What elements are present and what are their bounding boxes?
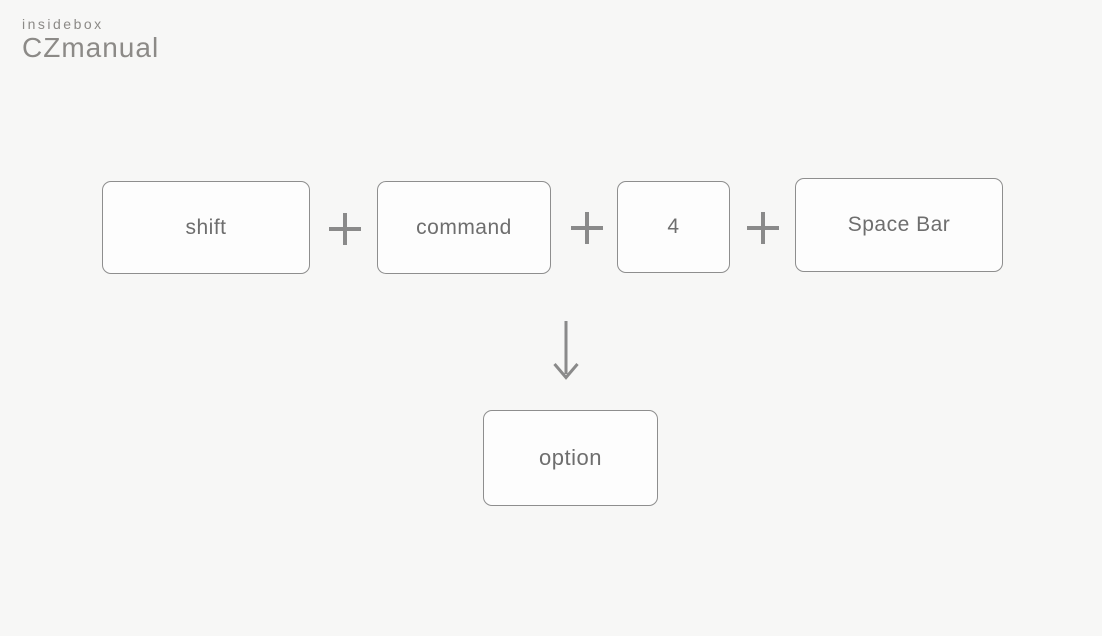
arrow-down-icon (553, 321, 579, 380)
plus-icon (571, 212, 603, 244)
key-shift-label: shift (185, 215, 227, 239)
key-4: 4 (617, 181, 730, 273)
key-shift: shift (102, 181, 310, 274)
key-space-bar: Space Bar (795, 178, 1003, 272)
key-command: command (377, 181, 551, 274)
key-option-label: option (539, 445, 602, 470)
key-option: option (483, 410, 658, 506)
logo-title-text: CZmanual (22, 31, 160, 63)
key-command-label: command (416, 215, 512, 239)
logo-brand-text: insidebox (22, 16, 104, 32)
key-4-label: 4 (667, 215, 680, 238)
plus-icon (747, 212, 779, 244)
plus-icon (329, 213, 361, 245)
key-space-bar-label: Space Bar (847, 213, 951, 236)
logo: insidebox CZmanual (22, 16, 159, 64)
